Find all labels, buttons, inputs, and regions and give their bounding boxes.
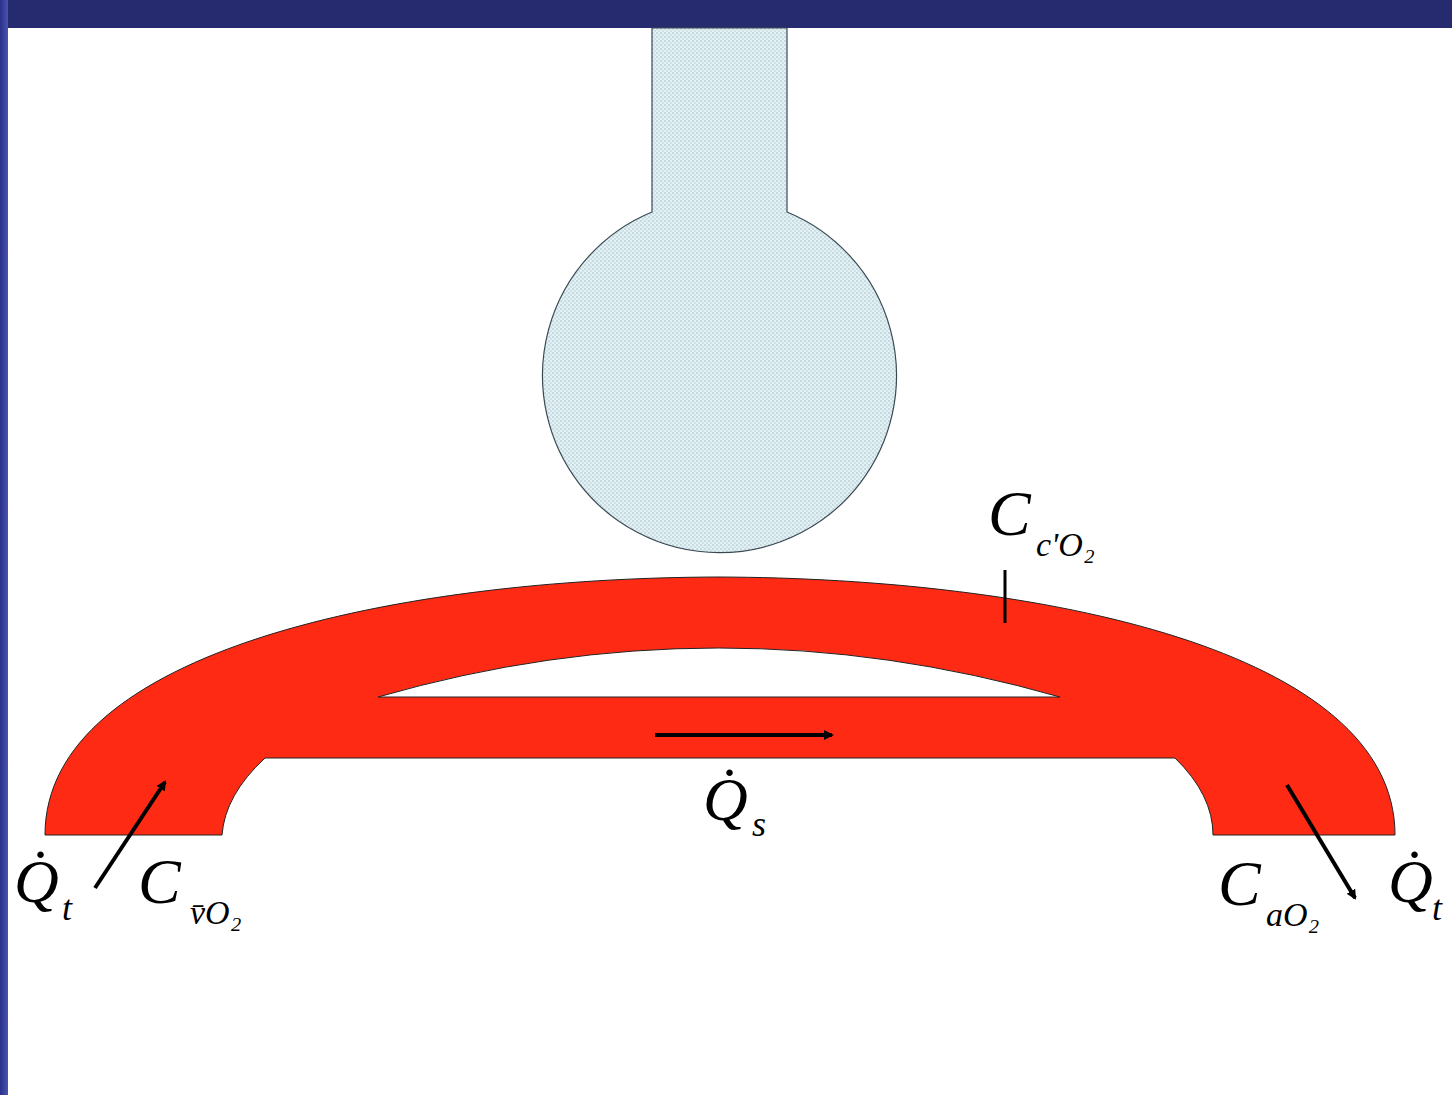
concentration-symbol: C — [988, 482, 1031, 546]
flow-subscript: s — [752, 806, 766, 842]
concentration-subscript: aO₂ — [1266, 898, 1319, 932]
capillary-vessel — [45, 577, 1395, 835]
flow-subscript: t — [1432, 890, 1442, 926]
leader-line — [1004, 570, 1007, 623]
concentration-subscript: v̄O₂ — [190, 896, 241, 930]
concentration-symbol: C — [1218, 852, 1261, 916]
flow-subscript: t — [62, 890, 72, 926]
concentration-symbol: C — [138, 850, 181, 914]
outflow-arrow — [1287, 785, 1355, 898]
alveolus — [543, 28, 897, 553]
concentration-subscript: c'O₂ — [1036, 528, 1095, 562]
flow-symbol: Q̇ — [1388, 850, 1433, 912]
vessel-gap — [378, 648, 1060, 697]
flow-symbol: Q̇ — [703, 768, 748, 830]
side-bar — [0, 0, 8, 1095]
top-bar — [0, 0, 1452, 28]
flow-symbol: Q̇ — [14, 850, 59, 912]
shunt-arrow — [655, 733, 832, 737]
